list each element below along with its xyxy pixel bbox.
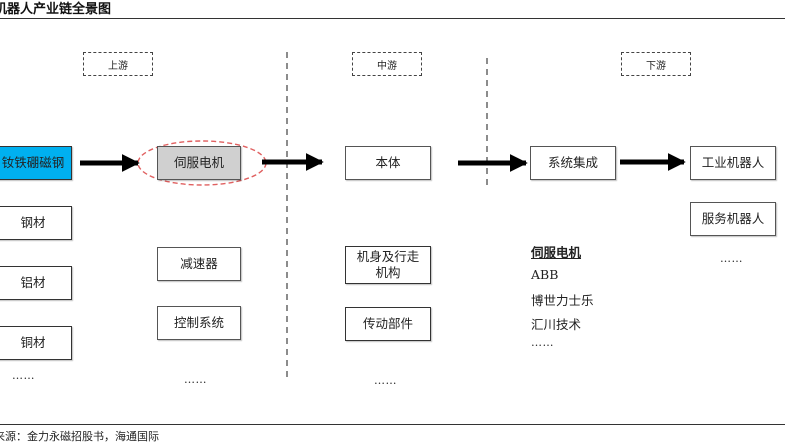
servo-heading: 伺服电机 <box>531 245 582 260</box>
material-steel: 钢材 <box>0 206 72 240</box>
product-service-robot: 服务机器人 <box>690 202 776 236</box>
stage-downstream-label: 下游 <box>621 52 691 76</box>
top-rule <box>0 18 785 19</box>
page-title: 机器人产业链全景图 <box>0 2 112 17</box>
material-copper: 铜材 <box>0 326 72 360</box>
product-industrial-robot: 工业机器人 <box>690 146 776 180</box>
component-servo-motor: 伺服电机 <box>157 146 241 180</box>
part-frame-walking-mechanism: 机身及行走机构 <box>345 246 431 284</box>
materials-ellipsis: …… <box>12 369 35 382</box>
company-bosch-rexroth: 博世力士乐 <box>531 293 594 308</box>
midstream-body: 本体 <box>345 146 431 180</box>
stage-midstream-label: 中游 <box>352 52 422 76</box>
company-inovance: 汇川技术 <box>531 317 582 332</box>
system-integration: 系统集成 <box>530 146 616 180</box>
material-aluminum: 铝材 <box>0 266 72 300</box>
products-ellipsis: …… <box>720 252 743 265</box>
company-abb: ABB <box>531 267 559 282</box>
component-reducer: 减速器 <box>157 247 241 281</box>
stage-upstream-label: 上游 <box>83 52 153 76</box>
source-note: 来源：金力永磁招股书，海通国际 <box>0 430 159 443</box>
parts-ellipsis: …… <box>374 374 397 387</box>
material-ndfeb-magnet: 钕铁硼磁钢 <box>0 146 72 180</box>
bottom-rule <box>0 424 785 425</box>
companies-ellipsis: …… <box>531 336 554 349</box>
component-control-system: 控制系统 <box>157 306 241 340</box>
part-transmission: 传动部件 <box>345 307 431 341</box>
components-ellipsis: …… <box>184 373 207 386</box>
